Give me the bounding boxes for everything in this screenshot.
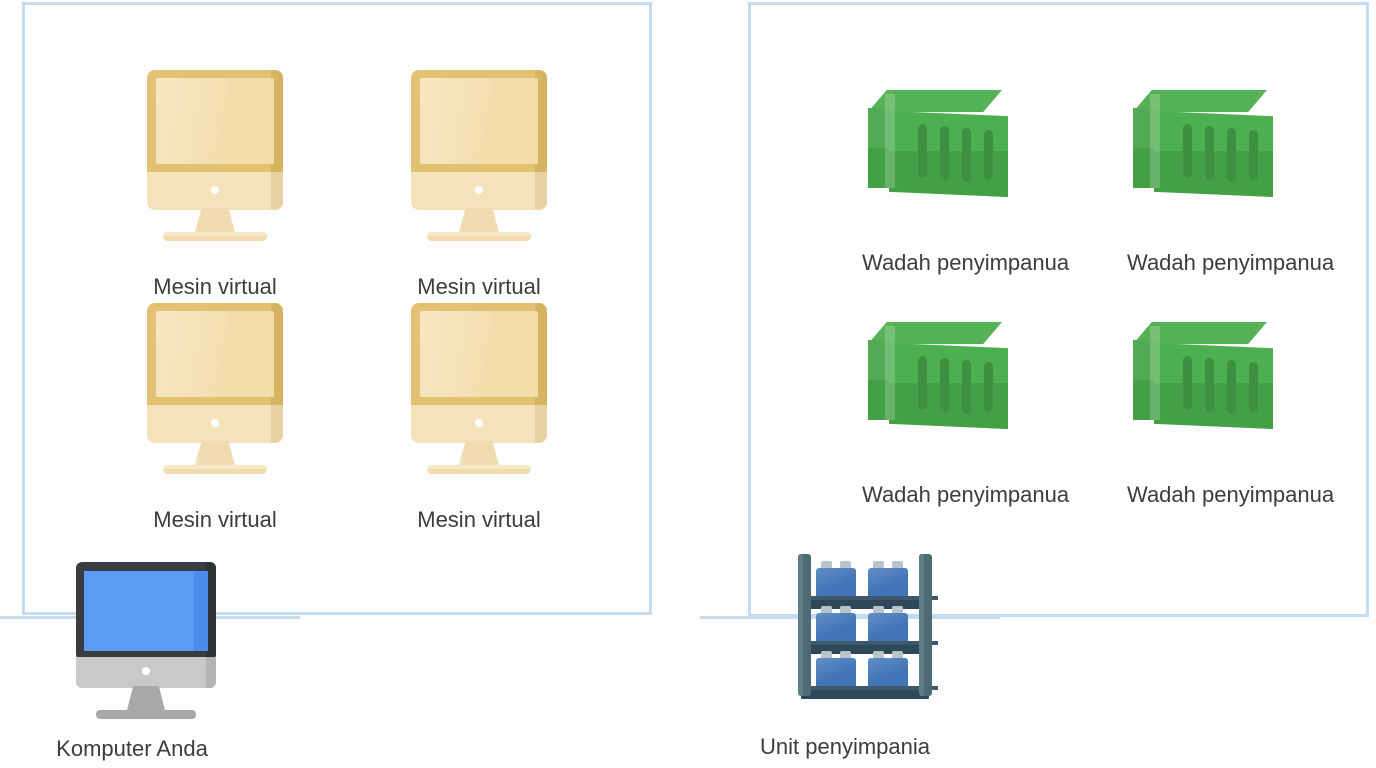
vm-cell-4-label: Mesin virtual bbox=[417, 507, 541, 532]
vm-cell-2-label: Mesin virtual bbox=[417, 274, 541, 299]
container-cell-1[interactable]: Wadah penyimpanua bbox=[862, 90, 1070, 276]
virtual-machine-monitor-icon bbox=[140, 295, 290, 474]
storage-container-icon bbox=[1127, 322, 1277, 432]
host-computer-cell[interactable]: Komputer Anda bbox=[56, 562, 222, 762]
storage-container-icon bbox=[1127, 90, 1277, 200]
container-cell-3[interactable]: Wadah penyimpanua bbox=[862, 322, 1070, 508]
storage-container-icon bbox=[862, 322, 1012, 432]
storage-containers-group-box bbox=[748, 2, 1369, 617]
container-cell-2[interactable]: Wadah penyimpanua bbox=[1127, 90, 1335, 276]
storage-container-icon bbox=[862, 90, 1012, 200]
container-cell-2-label: Wadah penyimpanua bbox=[1127, 250, 1335, 275]
vm-cell-1[interactable]: Mesin virtual bbox=[115, 62, 315, 300]
container-cell-1-label: Wadah penyimpanua bbox=[862, 250, 1070, 275]
virtual-machine-monitor-icon bbox=[404, 62, 554, 241]
host-computer-label: Komputer Anda bbox=[56, 736, 208, 761]
vm-cell-1-label: Mesin virtual bbox=[153, 274, 277, 299]
container-cell-4-label: Wadah penyimpanua bbox=[1127, 482, 1335, 507]
virtual-machine-monitor-icon bbox=[404, 295, 554, 474]
desktop-computer-icon bbox=[70, 562, 222, 719]
container-cell-3-label: Wadah penyimpanua bbox=[862, 482, 1070, 507]
vm-cell-2[interactable]: Mesin virtual bbox=[379, 62, 579, 300]
virtual-machines-group-box bbox=[22, 2, 652, 615]
vm-cell-3-label: Mesin virtual bbox=[153, 507, 277, 532]
storage-rack-label: Unit penyimpania bbox=[760, 734, 930, 759]
vm-cell-3[interactable]: Mesin virtual bbox=[115, 295, 315, 533]
container-cell-4[interactable]: Wadah penyimpanua bbox=[1127, 322, 1335, 508]
virtual-machine-monitor-icon bbox=[140, 62, 290, 241]
storage-rack-icon bbox=[792, 550, 938, 699]
vm-cell-4[interactable]: Mesin virtual bbox=[379, 295, 579, 533]
storage-rack-cell[interactable]: Unit penyimpania bbox=[760, 550, 938, 760]
